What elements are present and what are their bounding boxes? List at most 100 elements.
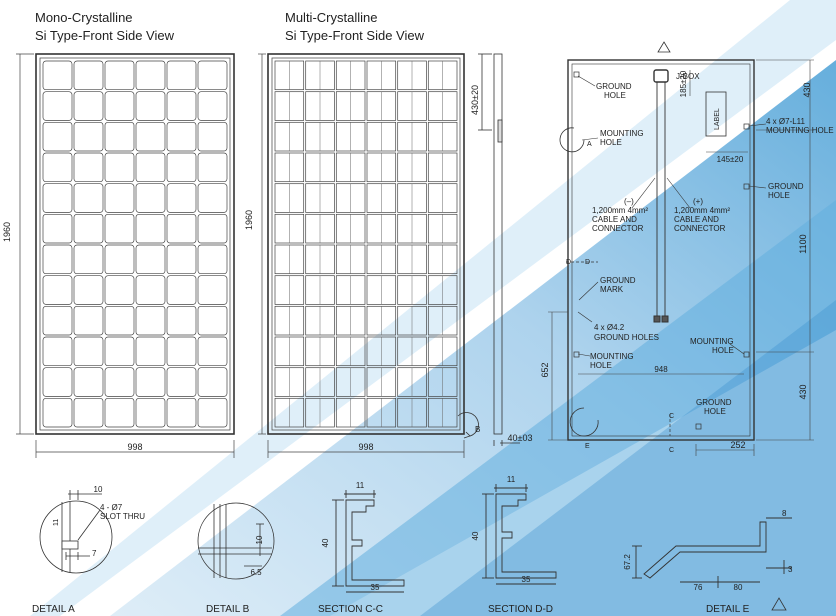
mark-d-right: D	[585, 259, 590, 266]
solar-cell	[42, 121, 73, 152]
section-dd-title: SECTION D-D	[488, 604, 553, 615]
solar-cell	[197, 213, 228, 244]
mounting-hole-2-line1: MOUNTING	[590, 352, 634, 361]
detail-e-title: DETAIL E	[706, 604, 750, 615]
detail-e-8: 8	[782, 509, 787, 518]
detail-b-title: DETAIL B	[206, 604, 250, 615]
solar-cell	[135, 152, 166, 183]
detail-e	[632, 517, 792, 611]
solar-cell	[42, 305, 73, 336]
solar-cell	[166, 275, 197, 305]
solar-cell	[73, 244, 104, 275]
mono-panel	[35, 53, 235, 435]
solar-cell	[166, 336, 197, 367]
section-dd-40: 40	[471, 531, 480, 540]
detail-a-slot-line1: 4 - Ø7	[100, 503, 123, 512]
background-bands	[30, 0, 836, 616]
detail-a-10: 10	[94, 485, 103, 494]
detail-e-76: 76	[694, 583, 703, 592]
back-430-top: 430	[802, 82, 812, 97]
ground-hole-3-line2: HOLE	[704, 407, 726, 416]
multi-title-line2: Si Type-Front Side View	[285, 28, 425, 43]
solar-cell	[42, 183, 73, 213]
solar-cell	[73, 152, 104, 183]
mounting-hole-1-line2: HOLE	[600, 138, 622, 147]
solar-cell	[42, 275, 73, 305]
solar-cell	[104, 91, 135, 121]
solar-cell	[73, 305, 104, 336]
solar-cell	[104, 367, 135, 397]
solar-cell	[73, 183, 104, 213]
multi-dimensions	[258, 53, 465, 458]
solar-cell	[135, 367, 166, 397]
solar-cell	[73, 336, 104, 367]
pos-cable-line1: 1,200mm 4mm²	[674, 206, 730, 215]
back-252: 252	[730, 440, 745, 450]
neg-cable-line2: CABLE AND	[592, 215, 637, 224]
ground-mark-line1: GROUND	[600, 276, 636, 285]
section-cc-11: 11	[356, 481, 365, 490]
back-948: 948	[654, 365, 668, 374]
solar-cell	[104, 60, 135, 91]
detail-a-slot-line2: SLOT THRU	[100, 512, 145, 521]
side-40-label: 40±03	[508, 433, 533, 443]
solar-cell	[104, 152, 135, 183]
solar-cell	[197, 183, 228, 213]
detail-e-672: 67.2	[623, 554, 632, 570]
solar-cell	[166, 91, 197, 121]
pos-sign: (+)	[693, 197, 703, 206]
solar-cell	[104, 183, 135, 213]
back-1100: 1100	[798, 234, 808, 253]
ground-mark-line2: MARK	[600, 285, 624, 294]
mounting-hole-3-line2: HOLE	[712, 346, 734, 355]
solar-cell	[166, 152, 197, 183]
solar-cell	[166, 367, 197, 397]
jbox-label: J-BOX	[676, 72, 700, 81]
solar-cell	[135, 336, 166, 367]
mono-title-line1: Mono-Crystalline	[35, 10, 133, 25]
solar-cell	[73, 60, 104, 91]
section-dd-11: 11	[507, 475, 516, 484]
mounting-hole-3-line1: MOUNTING	[690, 337, 734, 346]
detail-b-10: 10	[255, 535, 264, 544]
solar-cell	[104, 121, 135, 152]
solar-cell	[73, 121, 104, 152]
solar-cell	[73, 213, 104, 244]
solar-cell	[104, 275, 135, 305]
solar-cell	[135, 121, 166, 152]
solar-cell	[166, 183, 197, 213]
section-cc-title: SECTION C-C	[318, 604, 383, 615]
solar-cell	[73, 397, 104, 428]
solar-cell	[135, 397, 166, 428]
multi-title-line1: Multi-Crystalline	[285, 10, 377, 25]
solar-cell	[197, 121, 228, 152]
ground-holes-label: GROUND HOLES	[594, 333, 659, 342]
mounting-holes-label: MOUNTING HOLE	[766, 126, 834, 135]
multi-panel	[267, 53, 465, 435]
solar-cell	[104, 213, 135, 244]
detail-a-11: 11	[53, 519, 60, 526]
solar-cell	[42, 60, 73, 91]
solar-cell	[104, 244, 135, 275]
solar-cell	[73, 367, 104, 397]
back-145: 145±20	[717, 155, 744, 164]
back-430-bottom: 430	[798, 384, 808, 399]
section-cc	[332, 490, 405, 593]
detail-a	[39, 490, 113, 574]
neg-sign: (–)	[624, 197, 634, 206]
solar-cell	[42, 336, 73, 367]
detail-a-title: DETAIL A	[32, 604, 75, 615]
detail-e-80: 80	[734, 583, 743, 592]
mark-a: A	[587, 141, 592, 148]
mark-c-top: C	[669, 413, 674, 420]
solar-cell	[166, 60, 197, 91]
solar-cell	[197, 305, 228, 336]
solar-cell	[135, 213, 166, 244]
mono-dimensions	[16, 53, 235, 458]
solar-cell	[197, 60, 228, 91]
section-dd-35: 35	[522, 575, 531, 584]
solar-cell	[42, 213, 73, 244]
solar-cell	[166, 397, 197, 428]
